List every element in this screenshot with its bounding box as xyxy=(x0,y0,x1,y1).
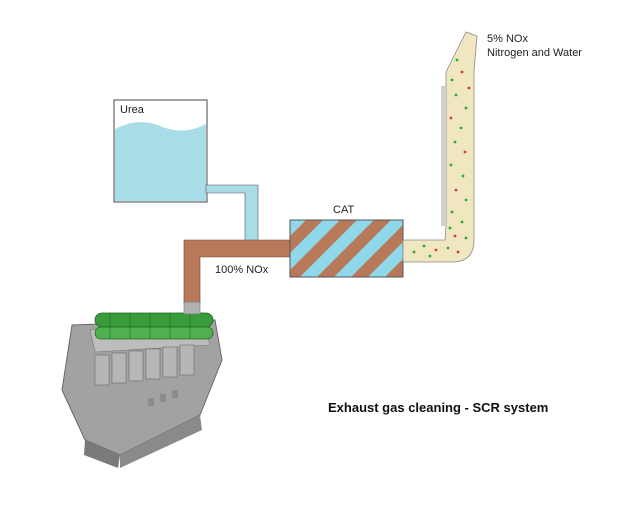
urea-label: Urea xyxy=(120,104,144,116)
catalyst-box xyxy=(289,219,404,278)
nox-out-label: 5% NOx xyxy=(487,33,528,45)
gas-dots xyxy=(412,58,471,258)
cat-label: CAT xyxy=(333,204,355,216)
output-label: Nitrogen and Water xyxy=(487,47,582,59)
urea-fluid xyxy=(115,122,206,201)
diagram-title: Exhaust gas cleaning - SCR system xyxy=(328,400,549,415)
urea-tank xyxy=(113,99,208,203)
engine-manifold xyxy=(94,312,214,340)
nox-in-label: 100% NOx xyxy=(215,264,269,276)
engine-cylinders xyxy=(94,344,195,386)
engine-icon xyxy=(61,301,223,468)
clean-gas-stack xyxy=(402,31,478,263)
